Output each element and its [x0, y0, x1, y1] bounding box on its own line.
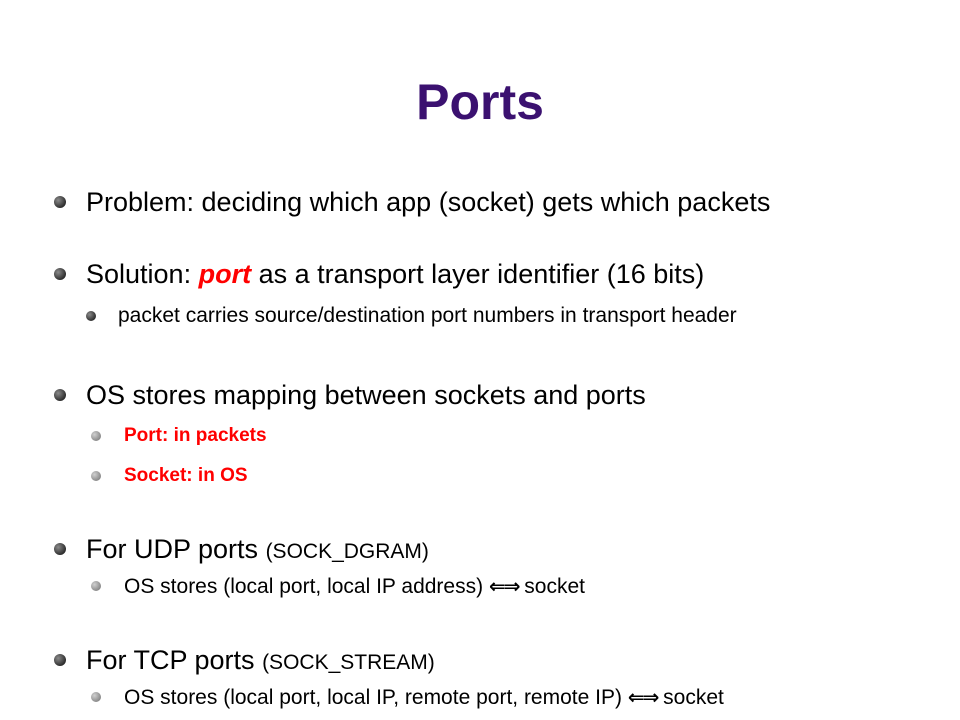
slide-title: Ports	[416, 74, 544, 130]
tcp-sub-prefix: OS stores (local port, local IP, remote …	[124, 686, 628, 709]
double-arrow-icon: ⇐⇒	[488, 574, 520, 598]
bullet-problem: Problem: deciding which app (socket) get…	[86, 187, 771, 217]
bullet-dot-icon	[86, 311, 96, 321]
sub-bullet-udp-mapping: OS stores (local port, local IP address)…	[124, 573, 585, 600]
bullet-dot-icon	[54, 389, 66, 401]
udp-text: For UDP ports	[86, 534, 266, 564]
bullet-dot-icon	[91, 431, 101, 441]
bullet-dot-icon	[54, 654, 66, 666]
udp-paren: (SOCK_DGRAM)	[265, 540, 429, 563]
bullet-udp-ports: For UDP ports (SOCK_DGRAM)	[86, 533, 429, 568]
solution-prefix: Solution:	[86, 259, 199, 289]
solution-emphasis-port: port	[198, 259, 252, 289]
bullet-dot-icon	[54, 543, 66, 555]
bullet-os-mapping: OS stores mapping between sockets and po…	[86, 380, 646, 410]
bullet-solution: Solution: port as a transport layer iden…	[86, 258, 704, 290]
tcp-paren: (SOCK_STREAM)	[262, 651, 435, 674]
udp-sub-suffix: socket	[518, 575, 585, 598]
bullet-dot-icon	[91, 692, 101, 702]
sub-bullet-tcp-mapping: OS stores (local port, local IP, remote …	[124, 684, 724, 711]
double-arrow-icon: ⇐⇒	[627, 685, 659, 709]
tcp-text: For TCP ports	[86, 645, 263, 675]
sub-bullet-port-in-packets: Port: in packets	[124, 425, 267, 446]
bullet-tcp-ports: For TCP ports (SOCK_STREAM)	[86, 644, 435, 679]
bullet-dot-icon	[91, 471, 101, 481]
bullet-dot-icon	[54, 268, 66, 280]
solution-suffix: as a transport layer identifier (16 bits…	[251, 259, 705, 289]
udp-sub-prefix: OS stores (local port, local IP address)	[124, 575, 489, 598]
tcp-sub-suffix: socket	[657, 686, 724, 709]
sub-bullet-socket-in-os: Socket: in OS	[124, 465, 248, 486]
bullet-dot-icon	[54, 196, 66, 208]
sub-bullet-packet-carries: packet carries source/destination port n…	[118, 304, 737, 327]
bullet-dot-icon	[91, 581, 101, 591]
